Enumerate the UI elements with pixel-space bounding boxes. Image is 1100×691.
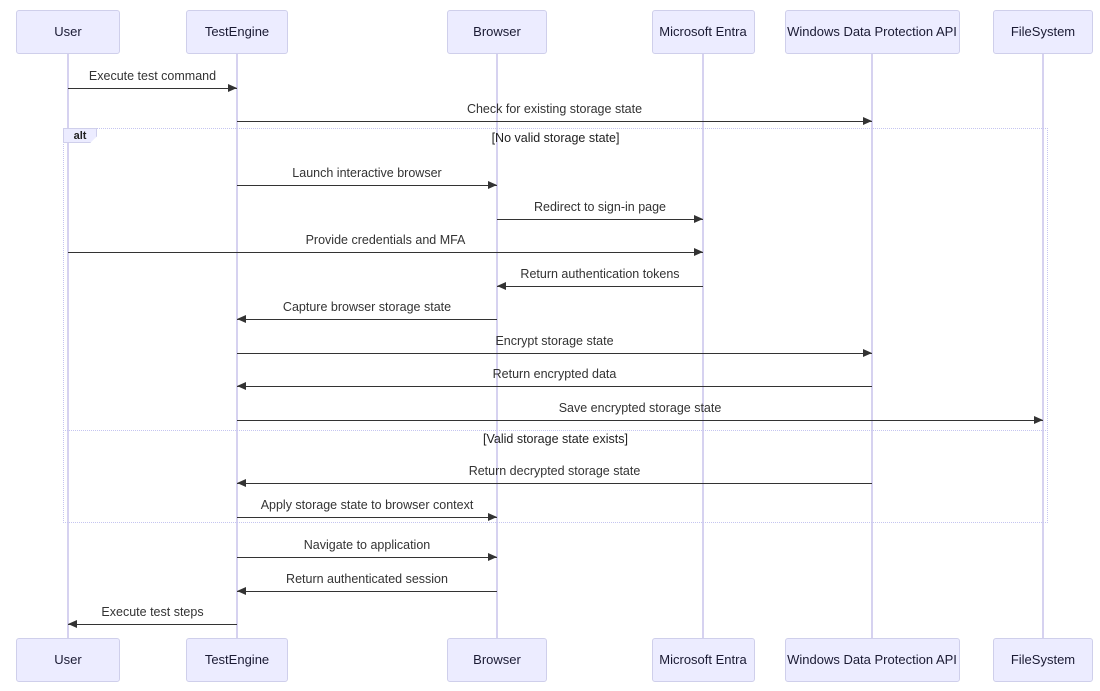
message-1-arrowhead — [228, 84, 237, 93]
message-2-label: Check for existing storage state — [466, 102, 643, 116]
participant-user-bottom: User — [16, 638, 120, 682]
message-2-arrowhead — [863, 117, 872, 126]
message-7-line — [237, 319, 497, 321]
alt-condition-2: [Valid storage state exists] — [483, 432, 628, 446]
lifeline-browser — [496, 54, 498, 638]
message-10-label: Save encrypted storage state — [558, 401, 722, 415]
message-9-label: Return encrypted data — [492, 367, 617, 381]
participant-browser-top: Browser — [447, 10, 547, 54]
message-3-arrowhead — [488, 181, 497, 190]
participant-filesystem-bottom: FileSystem — [993, 638, 1093, 682]
message-10-line — [237, 420, 1043, 422]
message-15-label: Execute test steps — [101, 605, 204, 619]
message-4-line — [497, 219, 703, 221]
message-6-arrowhead — [497, 282, 506, 291]
message-14-arrowhead — [237, 587, 246, 596]
message-8-line — [237, 353, 872, 355]
participant-wdpapi-top: Windows Data Protection API — [784, 10, 960, 54]
message-5-arrowhead — [694, 248, 703, 257]
message-12-line — [237, 517, 497, 519]
message-11-arrowhead — [237, 479, 246, 488]
message-3-label: Launch interactive browser — [292, 166, 442, 180]
lifeline-wdpapi — [871, 54, 873, 638]
message-14-line — [237, 591, 497, 593]
participant-entra-bottom: Microsoft Entra — [651, 638, 755, 682]
message-15-line — [68, 624, 237, 626]
message-13-arrowhead — [488, 553, 497, 562]
alt-frame — [63, 128, 1048, 523]
message-4-arrowhead — [694, 215, 703, 224]
message-3-line — [237, 185, 497, 187]
message-1-label: Execute test command — [88, 69, 217, 83]
message-1-line — [68, 88, 237, 90]
message-14-label: Return authenticated session — [286, 572, 448, 586]
message-8-label: Encrypt storage state — [495, 334, 614, 348]
message-4-label: Redirect to sign-in page — [533, 200, 667, 214]
message-7-label: Capture browser storage state — [282, 300, 452, 314]
message-13-line — [237, 557, 497, 559]
message-12-label: Apply storage state to browser context — [260, 498, 474, 512]
alt-condition-1: [No valid storage state] — [491, 131, 620, 145]
lifeline-user — [67, 54, 69, 638]
message-15-arrowhead — [68, 620, 77, 629]
participant-user-top: User — [16, 10, 120, 54]
message-9-line — [237, 386, 872, 388]
message-10-arrowhead — [1034, 416, 1043, 425]
message-11-line — [237, 483, 872, 485]
participant-testengine-bottom: TestEngine — [186, 638, 288, 682]
message-2-line — [237, 121, 872, 123]
message-12-arrowhead — [488, 513, 497, 522]
lifeline-entra — [702, 54, 704, 638]
message-9-arrowhead — [237, 382, 246, 391]
message-11-label: Return decrypted storage state — [468, 464, 641, 478]
lifeline-testengine — [236, 54, 238, 638]
message-6-line — [497, 286, 703, 288]
participant-wdpapi-bottom: Windows Data Protection API — [784, 638, 960, 682]
message-5-label: Provide credentials and MFA — [305, 233, 466, 247]
alt-else-divider — [63, 430, 1048, 431]
message-6-label: Return authentication tokens — [520, 267, 680, 281]
message-5-line — [68, 252, 703, 254]
alt-label: alt — [63, 128, 97, 143]
participant-browser-bottom: Browser — [447, 638, 547, 682]
participant-testengine-top: TestEngine — [186, 10, 288, 54]
lifeline-filesystem — [1042, 54, 1044, 638]
participant-filesystem-top: FileSystem — [993, 10, 1093, 54]
message-13-label: Navigate to application — [303, 538, 431, 552]
participant-entra-top: Microsoft Entra — [651, 10, 755, 54]
message-8-arrowhead — [863, 349, 872, 358]
message-7-arrowhead — [237, 315, 246, 324]
